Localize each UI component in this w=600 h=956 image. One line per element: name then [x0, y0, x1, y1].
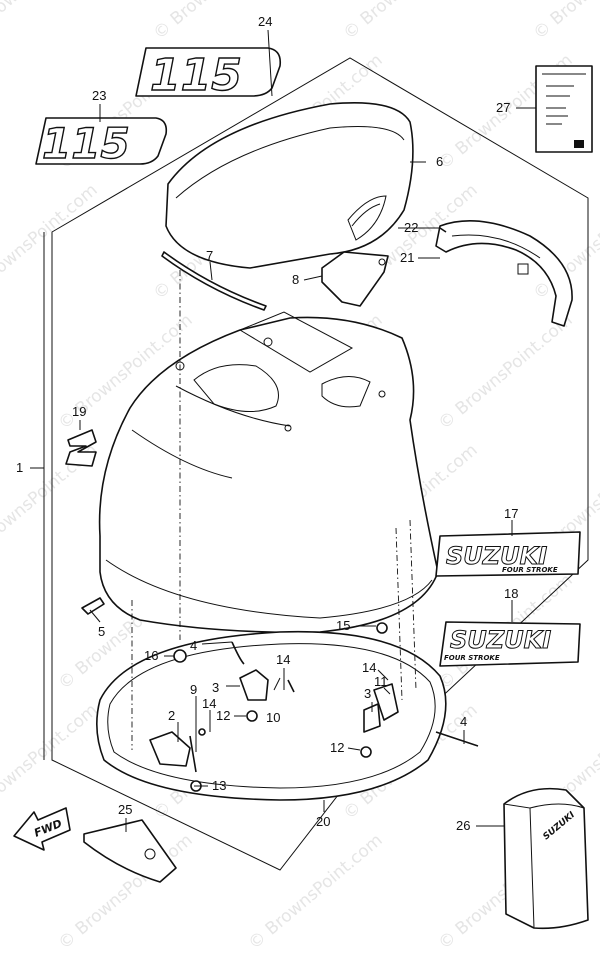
callout-9: 9: [190, 682, 197, 697]
callout-2: 2: [168, 708, 175, 723]
callout-5: 5: [98, 624, 105, 639]
decal-115-left-text: 115: [42, 119, 130, 168]
fwd-arrow: FWD: [13, 807, 71, 851]
watermark-text: © BrownsPoint.com: [435, 310, 577, 434]
callout-23: 23: [92, 88, 106, 103]
callout-4b: 4: [460, 714, 467, 729]
callout-15: 15: [336, 618, 350, 633]
callout-3b: 3: [364, 686, 371, 701]
callout-27: 27: [496, 100, 510, 115]
decal-115-top: 115: [135, 47, 282, 102]
callout-14c: 14: [362, 660, 376, 675]
suzuki-decal-lower-text: SUZUKI: [450, 626, 551, 654]
suzuki-decal-upper-text: SUZUKI: [446, 542, 547, 570]
cover-bag: SUZUKI: [503, 787, 589, 930]
callout-12b: 12: [330, 740, 344, 755]
callout-19: 19: [72, 404, 86, 419]
callouts: 1 2 3 3 4 4 5 6 7 8 9 10 11 12 12 13 14 …: [16, 14, 518, 833]
callout-6: 6: [436, 154, 443, 169]
watermark-text: © BrownsPoint.com: [530, 0, 600, 44]
watermark-text: © BrownsPoint.com: [340, 0, 482, 44]
callout-8: 8: [292, 272, 299, 287]
callout-22: 22: [404, 220, 418, 235]
top-bracket: [321, 251, 389, 307]
decal-115-left: 115: [35, 117, 168, 169]
callout-11: 11: [374, 674, 388, 689]
sub-brand-lower-text: FOUR STROKE: [444, 654, 500, 662]
callout-25: 25: [118, 802, 132, 817]
hardware: [81, 227, 479, 792]
watermark-text: © BrownsPoint.com: [0, 0, 102, 44]
owners-manual: [535, 65, 593, 153]
watermark-text: © BrownsPoint.com: [0, 700, 102, 824]
suzuki-decal-lower: SUZUKI FOUR STROKE: [439, 621, 581, 667]
suzuki-emblem: [65, 429, 97, 467]
callout-18: 18: [504, 586, 518, 601]
callout-13: 13: [212, 778, 226, 793]
callout-24: 24: [258, 14, 272, 29]
watermark-text: © BrownsPoint.com: [0, 180, 102, 304]
callout-21: 21: [400, 250, 414, 265]
watermark-text: © BrownsPoint.com: [245, 830, 387, 954]
sub-brand-upper-text: FOUR STROKE: [502, 566, 558, 574]
callout-20: 20: [316, 814, 330, 829]
callout-4a: 4: [190, 638, 197, 653]
callout-17: 17: [504, 506, 518, 521]
upper-cover: [165, 102, 414, 269]
assembly-outline: [51, 57, 589, 871]
rear-handle: [435, 220, 573, 327]
callout-14b: 14: [276, 652, 290, 667]
seal-strip: [161, 251, 267, 311]
leader-lines: [30, 29, 536, 832]
callout-26: 26: [456, 818, 470, 833]
callout-14a: 14: [202, 696, 216, 711]
callout-1: 1: [16, 460, 23, 475]
callout-3a: 3: [212, 680, 219, 695]
callout-7: 7: [206, 248, 213, 263]
callout-12a: 12: [216, 708, 230, 723]
tool-pouch: [83, 819, 177, 883]
lower-cover: [98, 311, 439, 634]
decal-115-top-text: 115: [150, 50, 242, 101]
callout-10: 10: [266, 710, 280, 725]
suzuki-decal-upper: SUZUKI FOUR STROKE: [435, 531, 581, 577]
callout-16: 16: [144, 648, 158, 663]
